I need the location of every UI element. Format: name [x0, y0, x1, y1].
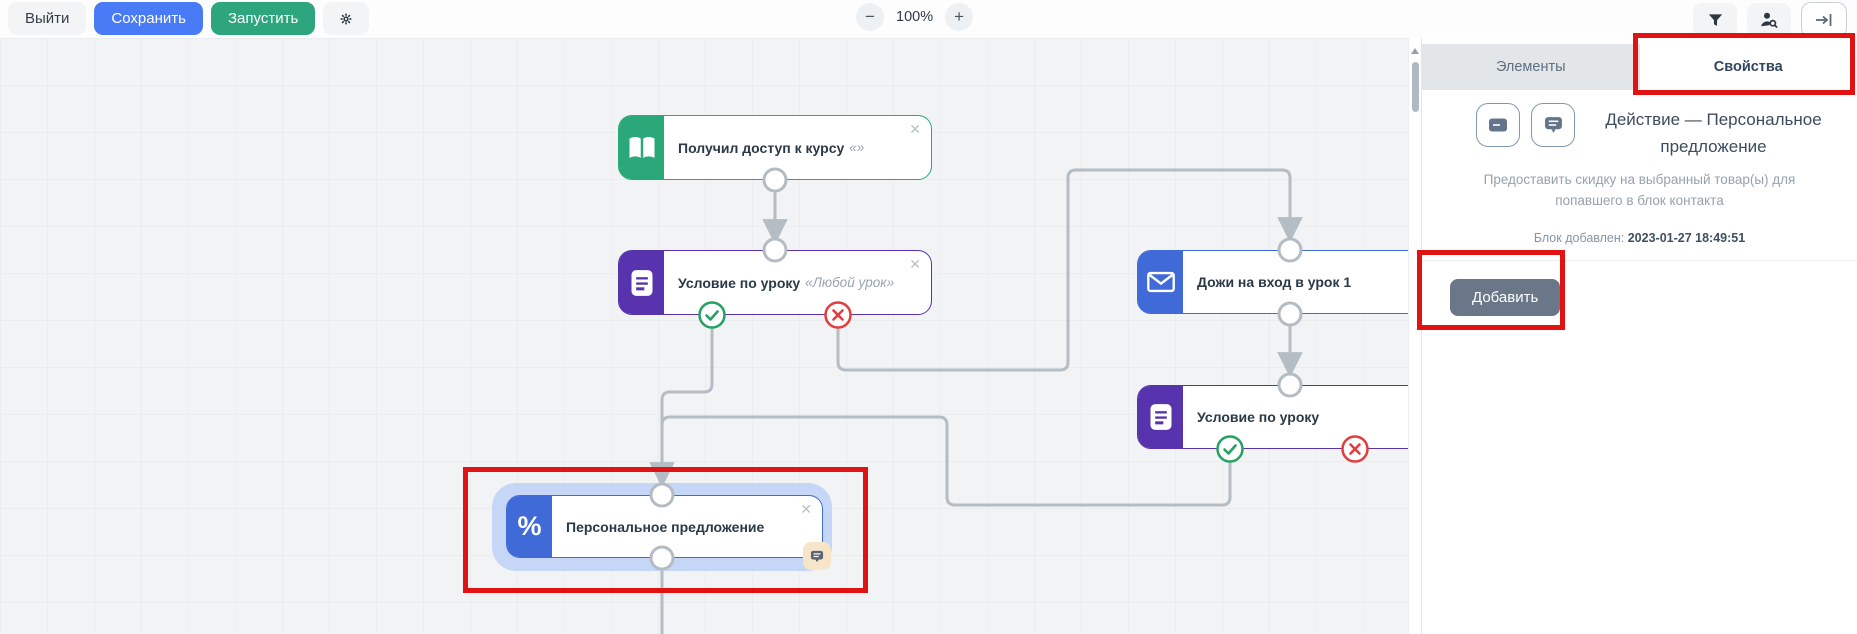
zoom-controls: − 100% +	[856, 3, 974, 31]
journal-icon	[1150, 404, 1171, 430]
divider	[1422, 260, 1857, 262]
node-message[interactable]: Дожи на вход в урок 1	[1137, 250, 1408, 314]
node-title: Получил доступ к курсу	[678, 139, 845, 156]
close-icon[interactable]: ✕	[909, 256, 921, 272]
tab-properties[interactable]: Свойства	[1639, 44, 1857, 90]
node-title: Условие по уроку	[1197, 409, 1320, 425]
close-icon[interactable]: ✕	[800, 501, 812, 517]
arrow-to-right-icon	[1816, 14, 1832, 26]
panel-tabs: Элементы Свойства	[1422, 44, 1857, 90]
comment-button[interactable]	[1531, 103, 1575, 147]
node-course-access[interactable]: Получил доступ к курсу «» ✕	[618, 115, 932, 180]
flow-canvas[interactable]: Получил доступ к курсу «» ✕ Условие по у…	[0, 38, 1408, 634]
collapse-panel-button[interactable]	[1801, 2, 1847, 38]
filter-funnel-icon	[1708, 13, 1722, 26]
canvas-scrollbar[interactable]	[1408, 38, 1421, 634]
block-description: Предоставить скидку на выбранный товар(ы…	[1483, 172, 1796, 209]
note-icon	[1489, 118, 1507, 132]
note-button[interactable]	[1476, 103, 1520, 147]
add-button[interactable]: Добавить	[1450, 279, 1561, 317]
connection-line	[660, 415, 1232, 507]
node-comment-badge[interactable]	[803, 542, 831, 570]
contacts-search-button[interactable]	[1747, 3, 1791, 37]
node-lesson-condition[interactable]: Условие по уроку «Любой урок» ✕	[618, 250, 932, 315]
comment-icon	[810, 550, 824, 562]
block-added-label: Блок добавлен:	[1533, 231, 1625, 246]
scrollbar-thumb[interactable]	[1412, 62, 1419, 112]
node-subtitle: «Любой урок»	[805, 275, 895, 290]
block-added-datetime: 2023-01-27 18:49:51	[1627, 231, 1746, 246]
settings-button[interactable]	[323, 2, 370, 35]
zoom-level: 100%	[896, 9, 934, 25]
journal-icon	[631, 269, 652, 296]
comment-icon	[1544, 117, 1562, 133]
node-subtitle: «»	[849, 140, 865, 155]
node-personal-offer[interactable]: % Персональное предложение ✕	[506, 495, 823, 558]
envelope-icon	[1146, 271, 1175, 293]
zoom-out-button[interactable]: −	[856, 3, 884, 31]
block-title: Действие — Персональное предложение	[1605, 110, 1822, 157]
scroll-up-icon[interactable]	[1411, 48, 1419, 54]
top-toolbar: Выйти Сохранить Запустить − 100% +	[0, 0, 1857, 38]
run-button[interactable]: Запустить	[210, 2, 316, 35]
tab-elements[interactable]: Элементы	[1422, 44, 1640, 90]
node-title: Дожи на вход в урок 1	[1197, 274, 1352, 290]
zoom-in-button[interactable]: +	[945, 3, 974, 31]
properties-panel: Элементы Свойства Действие — Персонально…	[1421, 38, 1857, 634]
close-icon[interactable]: ✕	[909, 121, 921, 137]
person-search-icon	[1761, 12, 1778, 28]
node-lesson-condition-2[interactable]: Условие по уроку	[1137, 385, 1408, 449]
filter-button[interactable]	[1693, 3, 1737, 37]
gear-icon	[340, 12, 352, 25]
percent-icon: %	[517, 511, 542, 541]
connection-line	[649, 328, 714, 488]
book-icon	[629, 136, 654, 158]
connection-line	[836, 168, 1303, 372]
exit-button[interactable]: Выйти	[8, 2, 87, 35]
node-title: Условие по уроку	[678, 274, 801, 291]
save-button[interactable]: Сохранить	[94, 2, 203, 35]
block-added-line: Блок добавлен: 2023-01-27 18:49:51	[1422, 231, 1857, 245]
node-title: Персональное предложение	[566, 518, 765, 535]
